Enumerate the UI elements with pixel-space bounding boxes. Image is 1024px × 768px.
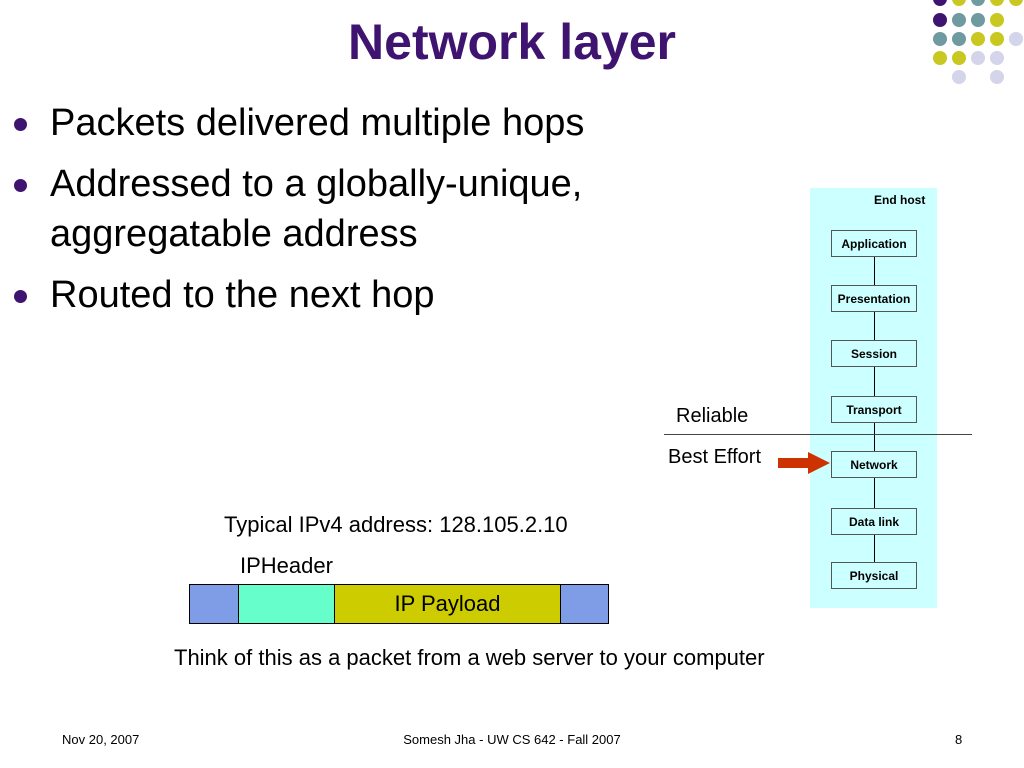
layer-data-link: Data link xyxy=(831,508,917,535)
best-effort-label: Best Effort xyxy=(668,446,762,468)
dot-lime xyxy=(990,0,1004,6)
dot-lime xyxy=(952,51,966,65)
dot-lime xyxy=(952,0,966,6)
packet-header xyxy=(238,584,335,624)
arrow-right-icon xyxy=(778,452,830,474)
dot-lime xyxy=(990,13,1004,27)
dot-lavender xyxy=(971,51,985,65)
ip-header-label: IPHeader xyxy=(240,553,333,578)
dot-lavender xyxy=(990,70,1004,84)
layer-network: Network xyxy=(831,451,917,478)
dot-teal xyxy=(952,32,966,46)
dot-lime xyxy=(933,51,947,65)
layer-transport: Transport xyxy=(831,396,917,423)
dot-lime xyxy=(990,32,1004,46)
dot-lime xyxy=(971,32,985,46)
bullet-item: Routed to the next hop xyxy=(14,270,674,320)
layer-presentation: Presentation xyxy=(831,285,917,312)
packet-note: Think of this as a packet from a web ser… xyxy=(174,645,765,670)
dot-teal xyxy=(971,0,985,6)
footer-date: Nov 20, 2007 xyxy=(62,732,140,747)
dot-teal xyxy=(971,13,985,27)
page-number: 8 xyxy=(955,732,963,747)
bullet-text: Addressed to a globally-unique, aggregat… xyxy=(50,163,583,255)
end-host-label: End host xyxy=(874,193,926,207)
footer-course: Somesh Jha - UW CS 642 - Fall 2007 xyxy=(403,732,621,747)
decorative-dots xyxy=(925,0,1024,110)
dot-lavender xyxy=(952,70,966,84)
dot-purple xyxy=(933,0,947,6)
bullet-marker xyxy=(14,179,27,192)
payload-label: IP Payload xyxy=(394,591,501,616)
dot-teal xyxy=(933,32,947,46)
dot-teal xyxy=(952,13,966,27)
bullet-marker xyxy=(14,118,27,131)
dot-lavender xyxy=(990,51,1004,65)
reliability-divider xyxy=(664,434,972,435)
layer-session: Session xyxy=(831,340,917,367)
reliable-label: Reliable xyxy=(676,405,749,427)
bullet-item: Addressed to a globally-unique, aggregat… xyxy=(14,159,660,259)
bullet-marker xyxy=(14,290,27,303)
dot-lavender xyxy=(1009,32,1023,46)
bullet-item: Packets delivered multiple hops xyxy=(14,98,674,148)
ipv4-address-caption: Typical IPv4 address: 128.105.2.10 xyxy=(224,512,568,537)
dot-purple xyxy=(933,13,947,27)
bullet-text: Routed to the next hop xyxy=(50,274,435,316)
slide-title: Network layer xyxy=(348,14,676,70)
packet-edge-left xyxy=(189,584,239,624)
layer-application: Application xyxy=(831,230,917,257)
bullet-list: Packets delivered multiple hops Addresse… xyxy=(14,98,674,331)
bullet-text: Packets delivered multiple hops xyxy=(50,102,585,144)
packet-payload: IP Payload xyxy=(334,584,561,624)
layer-physical: Physical xyxy=(831,562,917,589)
packet-edge-right xyxy=(560,584,609,624)
dot-lime xyxy=(1009,0,1023,6)
